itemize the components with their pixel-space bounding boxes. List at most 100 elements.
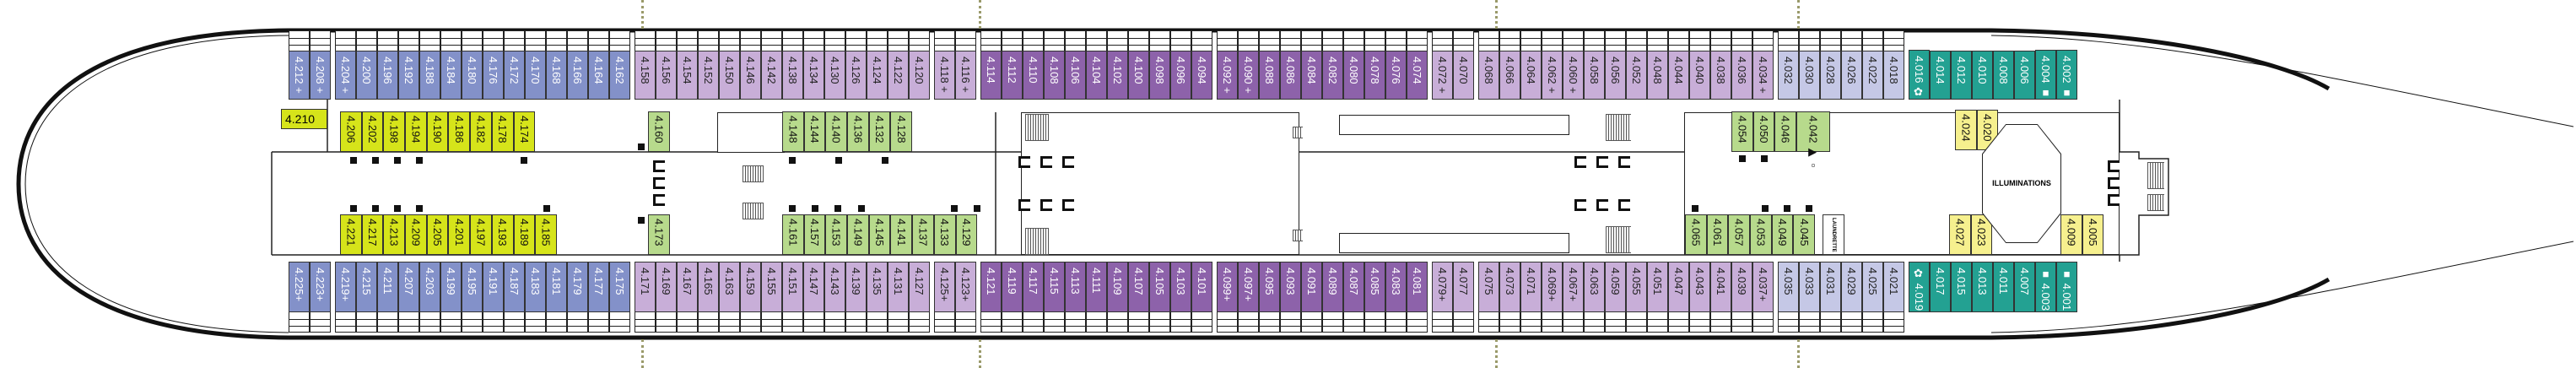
cabin[interactable]: 4.043: [1689, 262, 1710, 333]
cabin[interactable]: 4.041: [1710, 262, 1731, 333]
cabin[interactable]: 4.125+: [934, 262, 955, 333]
cabin[interactable]: 4.028: [1820, 30, 1841, 100]
cabin[interactable]: 4.023: [1970, 214, 1993, 255]
cabin[interactable]: 4.119: [1002, 262, 1023, 333]
cabin[interactable]: 4.059: [1605, 262, 1626, 333]
cabin[interactable]: 4.102: [1107, 30, 1128, 100]
cabin[interactable]: ✿ 4.019: [1909, 262, 1930, 333]
cabin[interactable]: 4.055: [1626, 262, 1647, 333]
cabin[interactable]: 4.126: [845, 30, 867, 100]
cabin[interactable]: 4.010: [1972, 30, 1993, 100]
cabin[interactable]: 4.167: [677, 262, 698, 333]
cabin[interactable]: 4.208 +: [310, 30, 331, 100]
cabin[interactable]: 4.029: [1841, 262, 1862, 333]
cabin[interactable]: 4.095: [1259, 262, 1280, 333]
cabin[interactable]: 4.207: [398, 262, 419, 333]
cabin[interactable]: 4.004 ■: [2035, 30, 2056, 100]
cabin[interactable]: 4.018: [1883, 30, 1904, 100]
cabin[interactable]: 4.219+: [335, 262, 356, 333]
cabin[interactable]: 4.016 ✿: [1909, 30, 1930, 100]
cabin[interactable]: 4.213: [383, 214, 406, 255]
cabin[interactable]: 4.021: [1883, 262, 1904, 333]
cabin[interactable]: 4.098: [1149, 30, 1170, 100]
cabin[interactable]: 4.068: [1478, 30, 1499, 100]
cabin[interactable]: 4.145: [868, 214, 891, 255]
cabin[interactable]: 4.024: [1955, 110, 1977, 150]
cabin[interactable]: 4.005: [2082, 214, 2104, 255]
cabin[interactable]: 4.203: [419, 262, 440, 333]
cabin[interactable]: 4.082: [1322, 30, 1343, 100]
cabin[interactable]: 4.067+: [1563, 262, 1584, 333]
cabin[interactable]: 4.108: [1044, 30, 1065, 100]
cabin[interactable]: 4.118 +: [934, 30, 955, 100]
cabin[interactable]: 4.038: [1710, 30, 1731, 100]
cabin[interactable]: ■ 4.003: [2035, 262, 2056, 333]
cabin[interactable]: 4.138: [782, 30, 803, 100]
cabin[interactable]: 4.158: [635, 30, 656, 100]
cabin[interactable]: 4.052: [1626, 30, 1647, 100]
cabin[interactable]: 4.112: [1002, 30, 1023, 100]
cabin[interactable]: 4.046: [1774, 111, 1797, 152]
cabin[interactable]: 4.072 +: [1432, 30, 1453, 100]
cabin[interactable]: 4.049: [1771, 214, 1794, 255]
cabin[interactable]: 4.171: [635, 262, 656, 333]
cabin[interactable]: 4.202: [361, 111, 384, 152]
cabin[interactable]: 4.015: [1951, 262, 1972, 333]
cabin[interactable]: 4.129: [955, 214, 978, 255]
cabin[interactable]: 4.111: [1086, 262, 1107, 333]
cabin[interactable]: 4.091: [1301, 262, 1322, 333]
cabin[interactable]: 4.054: [1731, 111, 1753, 152]
cabin[interactable]: 4.110: [1023, 30, 1044, 100]
cabin[interactable]: 4.104: [1086, 30, 1107, 100]
cabin[interactable]: 4.153: [825, 214, 848, 255]
cabin[interactable]: 4.048: [1647, 30, 1668, 100]
cabin[interactable]: 4.030: [1799, 30, 1820, 100]
cabin[interactable]: 4.060 +: [1563, 30, 1584, 100]
cabin[interactable]: 4.195: [462, 262, 483, 333]
cabin[interactable]: 4.173: [648, 214, 670, 255]
cabin[interactable]: 4.066: [1499, 30, 1520, 100]
cabin[interactable]: 4.169: [656, 262, 677, 333]
cabin[interactable]: 4.121: [980, 262, 1002, 333]
cabin[interactable]: 4.064: [1520, 30, 1542, 100]
cabin[interactable]: 4.080: [1343, 30, 1364, 100]
cabin[interactable]: 4.031: [1820, 262, 1841, 333]
cabin[interactable]: 4.017: [1930, 262, 1951, 333]
cabin[interactable]: 4.141: [890, 214, 913, 255]
cabin[interactable]: 4.089: [1322, 262, 1343, 333]
cabin[interactable]: 4.131: [888, 262, 909, 333]
cabin[interactable]: 4.175: [609, 262, 630, 333]
cabin[interactable]: 4.186: [448, 111, 471, 152]
cabin[interactable]: 4.026: [1841, 30, 1862, 100]
cabin[interactable]: 4.097+: [1238, 262, 1259, 333]
cabin[interactable]: 4.134: [803, 30, 824, 100]
cabin[interactable]: 4.181: [546, 262, 567, 333]
cabin[interactable]: 4.002 ■: [2056, 30, 2077, 100]
cabin[interactable]: 4.096: [1170, 30, 1191, 100]
cabin[interactable]: 4.109: [1107, 262, 1128, 333]
cabin[interactable]: 4.191: [483, 262, 504, 333]
cabin[interactable]: 4.144: [803, 111, 826, 152]
cabin[interactable]: 4.115: [1044, 262, 1065, 333]
cabin[interactable]: 4.200: [356, 30, 377, 100]
cabin[interactable]: 4.139: [845, 262, 867, 333]
cabin[interactable]: 4.172: [504, 30, 525, 100]
cabin[interactable]: 4.127: [909, 262, 930, 333]
cabin[interactable]: ■ 4.001: [2056, 262, 2077, 333]
cabin[interactable]: 4.143: [824, 262, 845, 333]
cabin[interactable]: 4.035: [1778, 262, 1799, 333]
cabin[interactable]: 4.163: [719, 262, 740, 333]
cabin[interactable]: 4.084: [1301, 30, 1322, 100]
cabin[interactable]: 4.077: [1453, 262, 1474, 333]
cabin[interactable]: 4.027: [1949, 214, 1971, 255]
cabin[interactable]: 4.033: [1799, 262, 1820, 333]
cabin[interactable]: 4.073: [1499, 262, 1520, 333]
cabin[interactable]: 4.061: [1706, 214, 1729, 255]
cabin[interactable]: 4.137: [912, 214, 934, 255]
cabin[interactable]: 4.122: [888, 30, 909, 100]
cabin[interactable]: 4.101: [1191, 262, 1212, 333]
cabin[interactable]: 4.008: [1993, 30, 2014, 100]
cabin[interactable]: 4.160: [648, 111, 670, 152]
cabin[interactable]: 4.132: [868, 111, 891, 152]
cabin[interactable]: 4.063: [1584, 262, 1605, 333]
